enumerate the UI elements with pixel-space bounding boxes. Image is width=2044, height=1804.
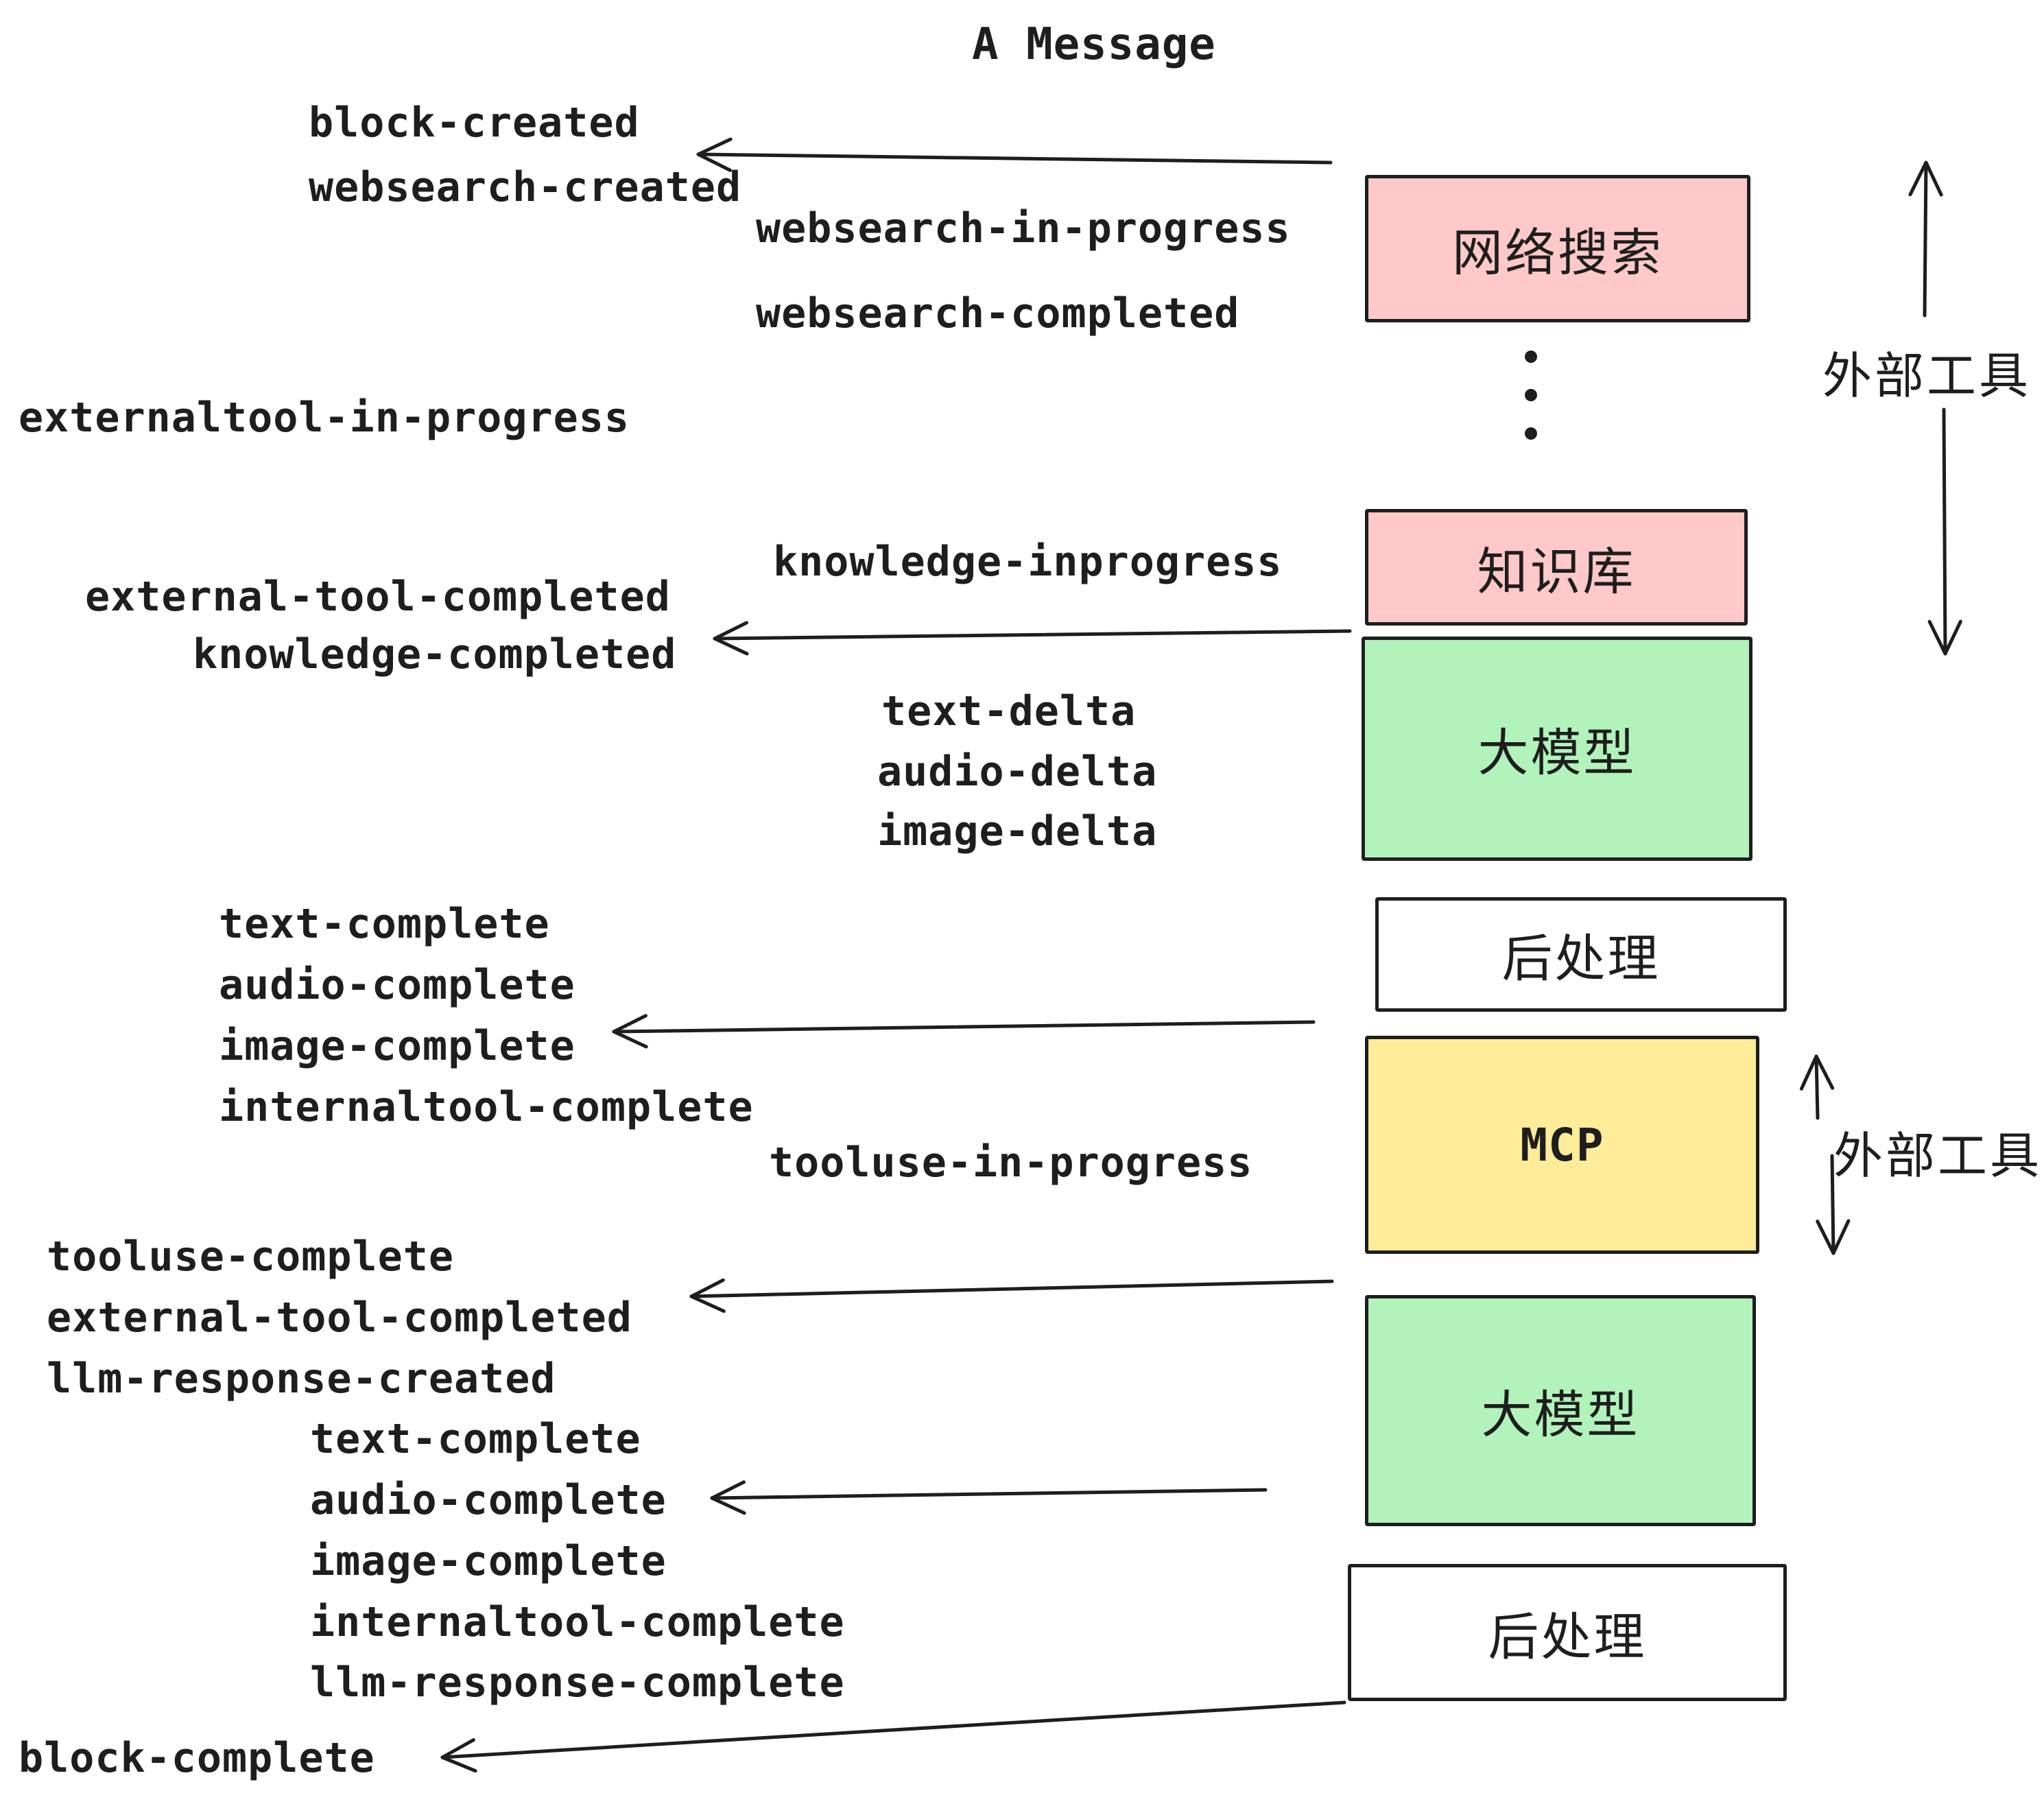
flow-box-knowledge: 知识库 [1365,509,1748,626]
arrow-shaft [612,1020,1316,1034]
event-label: text-delta [881,687,1137,735]
flow-box-label-post-1: 后处理 [1501,930,1661,987]
arrowhead-icon [440,1755,477,1773]
event-label: image-complete [310,1537,667,1585]
arrowhead-icon [1943,619,1962,656]
event-label: internaltool-complete [219,1083,754,1131]
arrowhead-icon [696,152,733,172]
arrowhead-icon [713,637,749,656]
external-tools-label-1: 外部工具 [1822,349,2032,404]
event-label: websearch-completed [756,289,1240,337]
flow-box-llm-1: 大模型 [1362,637,1752,861]
arrowhead-icon [1831,1219,1851,1255]
flow-box-llm-2: 大模型 [1365,1295,1756,1526]
event-label: audio-complete [219,961,575,1009]
flow-box-label-websearch: 网络搜索 [1452,224,1663,281]
arrow-shaft [696,152,1333,165]
arrowhead-icon [612,1030,648,1049]
event-label: websearch-created [309,163,742,211]
event-label: internaltool-complete [310,1598,845,1646]
arrow-shaft [710,1488,1268,1500]
arrowhead-icon [710,1496,746,1515]
event-label: externaltool-in-progress [19,394,630,442]
arrowhead-icon [689,1294,726,1314]
arrowhead-icon [612,1014,648,1034]
flow-box-label-knowledge: 知识库 [1477,543,1636,600]
event-label: block-created [309,99,640,147]
event-label: llm-response-complete [310,1659,845,1707]
arrow-shaft [440,1700,1346,1759]
event-label: audio-complete [310,1476,667,1524]
external-tools-label-2: 外部工具 [1833,1129,2043,1184]
event-label: block-complete [19,1734,375,1782]
event-label: text-complete [310,1415,641,1463]
event-label: text-complete [219,900,550,948]
arrowhead-icon [710,1480,746,1500]
arrow-shaft [1923,161,1928,318]
flow-box-label-llm-1: 大模型 [1477,724,1637,781]
event-label: external-tool-completed [85,573,671,621]
ellipsis-dot-icon [1525,351,1537,363]
arrowhead-icon [440,1738,475,1759]
arrowhead-icon [1799,1054,1818,1091]
arrow-shaft [713,629,1352,641]
flow-box-label-post-2: 后处理 [1488,1608,1647,1665]
event-label: llm-response-created [47,1355,556,1403]
event-label: tooluse-in-progress [769,1139,1253,1187]
ellipsis-dot-icon [1525,389,1537,401]
event-label: websearch-in-progress [756,204,1291,252]
arrow-shaft [689,1279,1334,1298]
arrowhead-icon [1924,161,1943,197]
flow-box-post-2: 后处理 [1348,1564,1787,1701]
arrowhead-icon [1908,161,1928,197]
arrowhead-icon [1816,1219,1835,1255]
arrowhead-icon [696,137,733,156]
arrow-shaft [1830,1154,1835,1255]
flow-box-mcp: MCP [1365,1036,1759,1254]
arrow-shaft [1942,407,1947,656]
ellipsis-dot-icon [1525,427,1537,440]
event-label: image-delta [877,807,1158,855]
event-label: external-tool-completed [47,1294,632,1342]
event-label: knowledge-inprogress [773,538,1283,586]
arrowhead-icon [713,621,749,641]
diagram-title: A Message [972,19,1216,70]
arrow-shaft [1814,1054,1820,1120]
arrowhead-icon [1927,619,1947,656]
flow-box-label-llm-2: 大模型 [1481,1386,1640,1443]
event-label: audio-delta [877,748,1158,796]
flow-box-post-1: 后处理 [1375,897,1787,1012]
event-label: knowledge-completed [193,630,677,678]
flow-box-websearch: 网络搜索 [1365,175,1750,322]
event-label: tooluse-complete [47,1233,454,1281]
arrowhead-icon [1814,1054,1835,1090]
event-label: image-complete [219,1022,575,1070]
arrowhead-icon [689,1278,725,1298]
flow-box-label-mcp: MCP [1520,1118,1604,1172]
